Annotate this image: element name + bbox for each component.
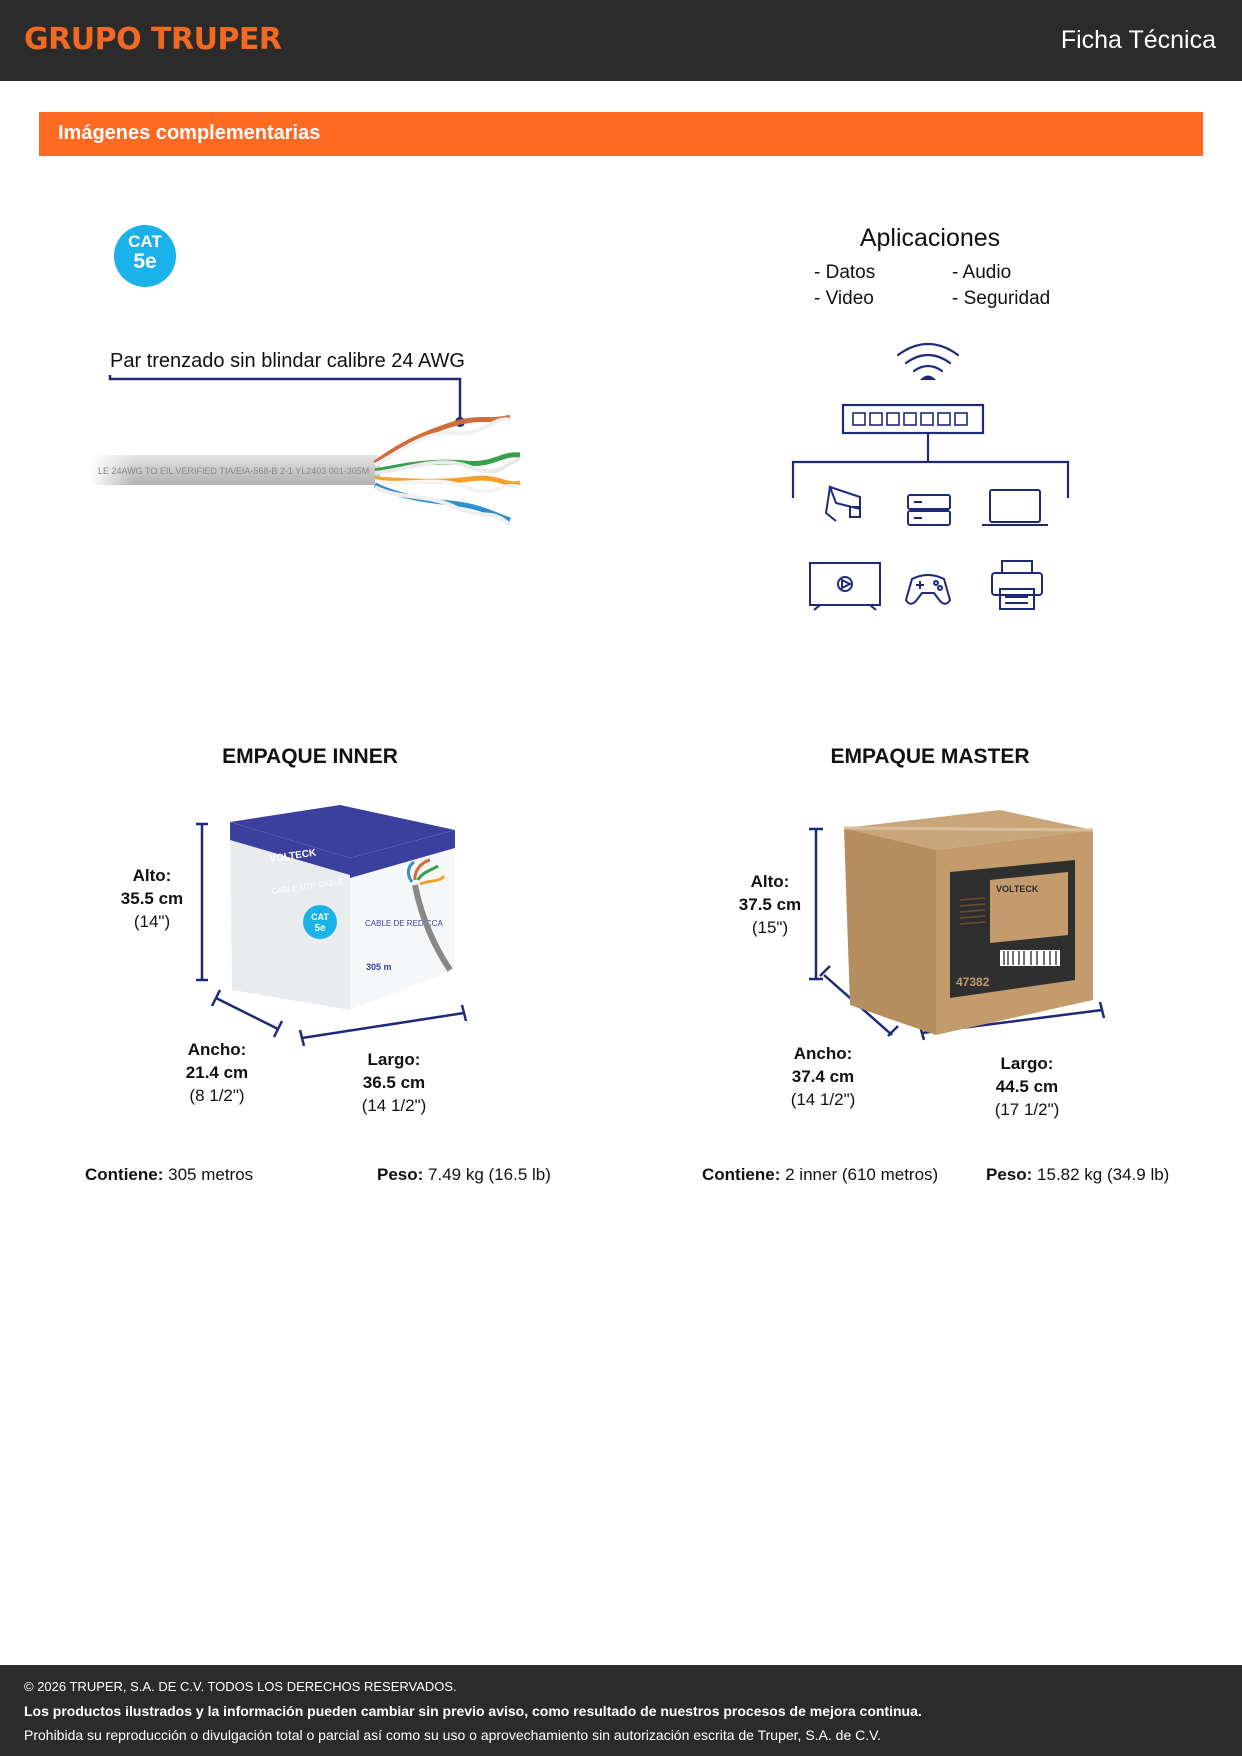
- applications-title: Aplicaciones: [859, 224, 1001, 252]
- master-peso-value: 15.82 kg (34.9 lb): [1037, 1165, 1170, 1184]
- laptop-icon: [982, 489, 1048, 526]
- app-seguridad: - Seguridad: [952, 288, 1051, 309]
- security-camera-icon: [824, 485, 861, 522]
- inner-alto: Alto: 35.5 cm (14"): [82, 864, 222, 933]
- master-largo-in: (17 1/2"): [994, 1100, 1060, 1119]
- inner-contiene-label: Contiene:: [85, 1165, 164, 1184]
- inner-box-length: 305 m: [366, 962, 392, 972]
- master-box-code: 47382: [956, 975, 990, 989]
- inner-box-badge-l1: CAT: [311, 912, 329, 922]
- master-largo-label: Largo:: [1000, 1054, 1054, 1073]
- inner-ancho-label: Ancho:: [187, 1040, 247, 1059]
- inner-alto-label: Alto:: [132, 866, 172, 885]
- printer-icon: [991, 560, 1043, 610]
- badge-line1: CAT: [128, 232, 162, 251]
- badge-line2: 5e: [133, 250, 157, 273]
- tv-icon: [809, 562, 881, 611]
- master-package-title: EMPAQUE MASTER: [830, 745, 1030, 768]
- master-alto-label: Alto:: [750, 872, 790, 891]
- master-contents: Contiene: 2 inner (610 metros): [702, 1165, 938, 1185]
- inner-weight: Peso: 7.49 kg (16.5 lb): [377, 1165, 551, 1185]
- server-icon: [907, 494, 951, 526]
- section-title: Imágenes complementarias: [58, 122, 321, 144]
- inner-largo-in: (14 1/2"): [361, 1096, 427, 1115]
- cat5e-badge: CAT 5e: [114, 225, 176, 287]
- inner-ancho-in: (8 1/2"): [189, 1086, 245, 1105]
- inner-contiene-value: 305 metros: [168, 1165, 254, 1184]
- inner-ancho: Ancho: 21.4 cm (8 1/2"): [147, 1038, 287, 1107]
- cable-spec-label: Par trenzado sin blindar calibre 24 AWG: [110, 350, 465, 372]
- inner-box-cca: CABLE DE RED CCA: [365, 919, 443, 928]
- app-video: - Video: [814, 288, 874, 309]
- master-box-illustration: VOLTECK 47382: [809, 810, 1106, 1041]
- inner-ancho-cm: 21.4 cm: [185, 1063, 249, 1082]
- master-alto: Alto: 37.5 cm (15"): [700, 870, 840, 939]
- inner-largo-label: Largo:: [367, 1050, 421, 1069]
- master-peso-label: Peso:: [986, 1165, 1033, 1184]
- inner-peso-value: 7.49 kg (16.5 lb): [428, 1165, 551, 1184]
- game-controller-icon: [904, 574, 952, 605]
- app-audio: - Audio: [952, 262, 1012, 283]
- master-largo-cm: 44.5 cm: [995, 1077, 1059, 1096]
- master-ancho-cm: 37.4 cm: [791, 1067, 855, 1086]
- inner-largo: Largo: 36.5 cm (14 1/2"): [324, 1048, 464, 1117]
- network-applications-diagram: [791, 343, 1070, 611]
- jacket-print: LE 24AWG TO EIL VERIFIED TIA/EIA-568-B 2…: [98, 466, 369, 476]
- footer-copyright: © 2026 TRUPER, S.A. DE C.V. TODOS LOS DE…: [24, 1679, 457, 1694]
- master-ancho-label: Ancho:: [793, 1044, 853, 1063]
- master-alto-in: (15"): [751, 918, 789, 937]
- inner-peso-label: Peso:: [377, 1165, 424, 1184]
- section-banner: Imágenes complementarias: [39, 112, 1203, 156]
- master-contiene-label: Contiene:: [702, 1165, 781, 1184]
- network-switch-icon: [841, 403, 985, 435]
- footer-notice: Los productos ilustrados y la informació…: [24, 1703, 922, 1719]
- inner-package-title: EMPAQUE INNER: [222, 745, 398, 768]
- footer-legal: Prohibida su reproducción o divulgación …: [24, 1727, 882, 1743]
- wifi-icon: [896, 343, 960, 357]
- master-alto-cm: 37.5 cm: [738, 895, 802, 914]
- inner-largo-cm: 36.5 cm: [362, 1073, 426, 1092]
- inner-contents: Contiene: 305 metros: [85, 1165, 253, 1185]
- master-largo: Largo: 44.5 cm (17 1/2"): [957, 1052, 1097, 1121]
- master-ancho-in: (14 1/2"): [790, 1090, 856, 1109]
- inner-box-illustration: VOLTECK CABLE UTP CABLE CAT 5e CABLE DE …: [196, 805, 468, 1047]
- brand-logo: GRUPO TRUPER: [24, 22, 282, 57]
- master-weight: Peso: 15.82 kg (34.9 lb): [986, 1165, 1169, 1185]
- utp-cable-illustration: LE 24AWG TO EIL VERIFIED TIA/EIA-568-B 2…: [90, 375, 521, 527]
- inner-alto-in: (14"): [133, 912, 171, 931]
- master-box-brand: VOLTECK: [996, 884, 1039, 894]
- inner-alto-cm: 35.5 cm: [120, 889, 184, 908]
- app-datos: - Datos: [814, 262, 876, 283]
- master-contiene-value: 2 inner (610 metros): [785, 1165, 939, 1184]
- header-bar: GRUPO TRUPER Ficha Técnica: [0, 0, 1242, 81]
- master-ancho: Ancho: 37.4 cm (14 1/2"): [753, 1042, 893, 1111]
- footer-bar: © 2026 TRUPER, S.A. DE C.V. TODOS LOS DE…: [0, 1665, 1242, 1756]
- document-type: Ficha Técnica: [1060, 26, 1216, 54]
- inner-box-badge-l2: 5e: [314, 923, 326, 934]
